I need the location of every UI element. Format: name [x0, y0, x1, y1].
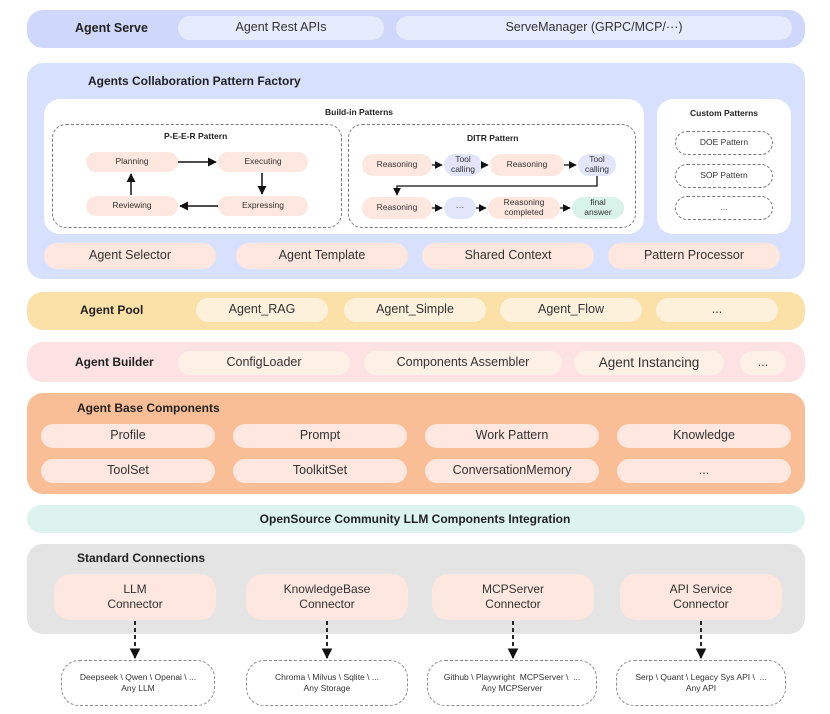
- agent-pool-label: Agent Pool: [80, 303, 144, 317]
- api-service-connector: API Service Connector: [620, 574, 782, 620]
- peer-node-expressing: Expressing: [218, 196, 308, 216]
- custom-pattern-more: ...: [675, 196, 773, 220]
- custom-pattern-sop: SOP Pattern: [675, 164, 773, 188]
- llm-connector: LLM Connector: [54, 574, 216, 620]
- agent-base-components-label: Agent Base Components: [77, 401, 220, 415]
- pool-more: ...: [656, 298, 778, 322]
- peer-node-reviewing: Reviewing: [86, 196, 178, 216]
- base-more: ...: [617, 459, 791, 483]
- agent-builder-label: Agent Builder: [75, 355, 154, 369]
- ditr-pattern-label: DITR Pattern: [467, 133, 519, 143]
- ditr-node-reasoning-2: Reasoning: [490, 154, 564, 176]
- builder-config-loader: ConfigLoader: [178, 351, 350, 375]
- community-integration-label: OpenSource Community LLM Components Inte…: [259, 512, 571, 526]
- peer-node-executing: Executing: [218, 152, 308, 172]
- community-integration-layer: [27, 505, 805, 533]
- agent-serve-label: Agent Serve: [75, 21, 148, 35]
- serve-item-rest-apis: Agent Rest APIs: [178, 16, 384, 40]
- ditr-pattern-box: [348, 124, 636, 228]
- ditr-node-tool-calling-2: Tool calling: [578, 154, 616, 176]
- peer-node-planning: Planning: [86, 152, 178, 172]
- pool-agent-flow: Agent_Flow: [500, 298, 642, 322]
- standard-connections-label: Standard Connections: [77, 551, 206, 565]
- builder-components-assembler: Components Assembler: [364, 351, 562, 375]
- peer-pattern-box: [52, 124, 342, 228]
- mcpserver-targets: Github \ Playwright MCPServer \ ... Any …: [427, 660, 597, 706]
- llm-targets: Deepseek \ Qwen \ Openai \ ... Any LLM: [61, 660, 215, 706]
- base-knowledge: Knowledge: [617, 424, 791, 448]
- pool-agent-simple: Agent_Simple: [344, 298, 486, 322]
- base-toolkitset: ToolkitSet: [233, 459, 407, 483]
- ditr-node-reasoning-3: Reasoning: [362, 197, 432, 219]
- builder-agent-instancing: Agent Instancing: [574, 351, 724, 375]
- serve-item-serve-manager: ServeManager (GRPC/MCP/···): [396, 16, 792, 40]
- knowledgebase-connector: KnowledgeBase Connector: [246, 574, 408, 620]
- storage-targets: Chroma \ Milvus \ Sqlite \ ... Any Stora…: [246, 660, 408, 706]
- base-work-pattern: Work Pattern: [425, 424, 599, 448]
- mcpserver-connector: MCPServer Connector: [432, 574, 594, 620]
- base-toolset: ToolSet: [41, 459, 215, 483]
- custom-patterns-label: Custom Patterns: [690, 108, 759, 118]
- buildin-patterns-label: Build-in Patterns: [325, 107, 394, 117]
- ditr-node-final-answer: final answer: [572, 197, 624, 219]
- agent-selector: Agent Selector: [44, 243, 216, 269]
- base-conversation-memory: ConversationMemory: [425, 459, 599, 483]
- shared-context: Shared Context: [422, 243, 594, 269]
- base-prompt: Prompt: [233, 424, 407, 448]
- base-profile: Profile: [41, 424, 215, 448]
- builder-more: ...: [740, 351, 786, 375]
- ditr-node-dots: ···: [444, 197, 476, 219]
- peer-pattern-label: P-E-E-R Pattern: [164, 131, 228, 141]
- pattern-processor: Pattern Processor: [608, 243, 780, 269]
- ditr-node-reasoning-1: Reasoning: [362, 154, 432, 176]
- pool-agent-rag: Agent_RAG: [196, 298, 328, 322]
- pattern-factory-label: Agents Collaboration Pattern Factory: [88, 74, 301, 88]
- api-targets: Serp \ Quant \ Legacy Sys API \ ... Any …: [616, 660, 786, 706]
- ditr-node-tool-calling-1: Tool calling: [444, 154, 482, 176]
- agent-template: Agent Template: [236, 243, 408, 269]
- custom-pattern-doe: DOE Pattern: [675, 131, 773, 155]
- ditr-node-reasoning-completed: Reasoning completed: [488, 197, 560, 219]
